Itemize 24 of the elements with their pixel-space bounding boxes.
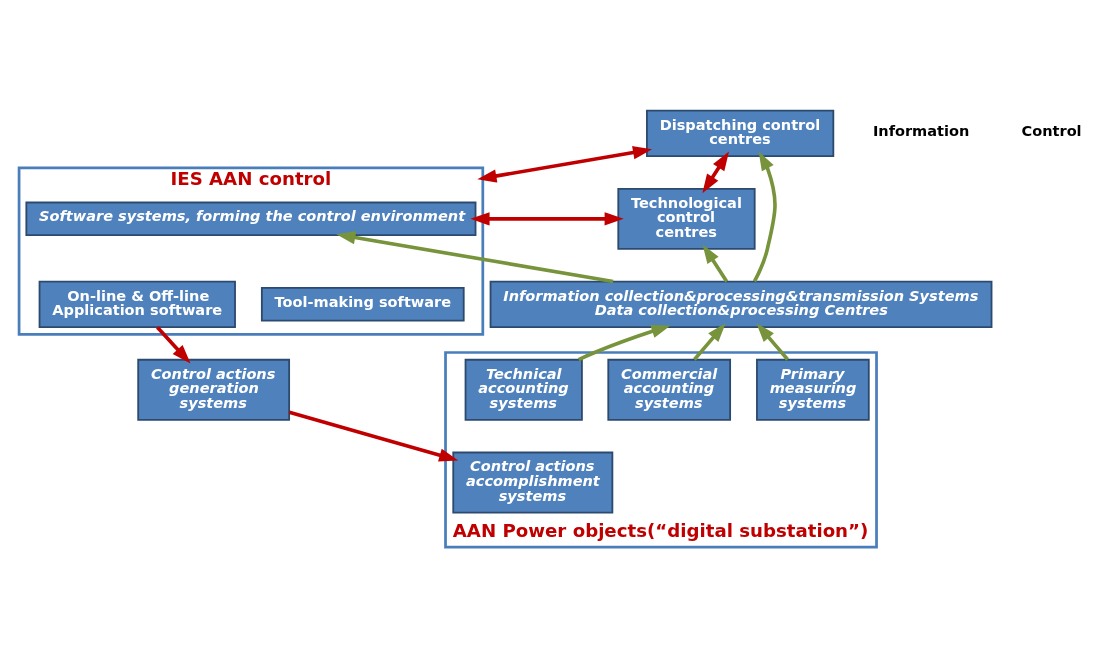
arrow (756, 322, 790, 361)
arrow (577, 324, 671, 361)
node-box: Control actions generation systems (137, 358, 291, 421)
node-box: Information collection&processing&transmission Systems Data collection&processing Centres (489, 280, 993, 328)
arrow (336, 230, 614, 283)
arrow (156, 325, 191, 364)
arrow (702, 243, 729, 282)
arrow (288, 410, 459, 462)
node-box: Software systems, forming the control environment (25, 201, 477, 236)
node-box: Primary measuring systems (756, 358, 870, 421)
legend-label: Information (872, 122, 970, 139)
node-box: Control actions accomplishment systems (452, 451, 614, 513)
node-box: Tool-making software (260, 286, 465, 322)
node-box: Dispatching control centres (646, 109, 835, 157)
node-box: Technical accounting systems (464, 358, 583, 421)
arrow (470, 211, 624, 226)
node-box: On-line & Off-line Application software (38, 280, 236, 328)
node-box: Commercial accounting systems (607, 358, 732, 421)
arrow (693, 322, 726, 361)
node-box: Technological control centres (617, 187, 756, 250)
arrow (702, 151, 729, 193)
arrow (477, 145, 653, 183)
arrow (752, 150, 777, 282)
legend-label: Control (1021, 122, 1082, 139)
